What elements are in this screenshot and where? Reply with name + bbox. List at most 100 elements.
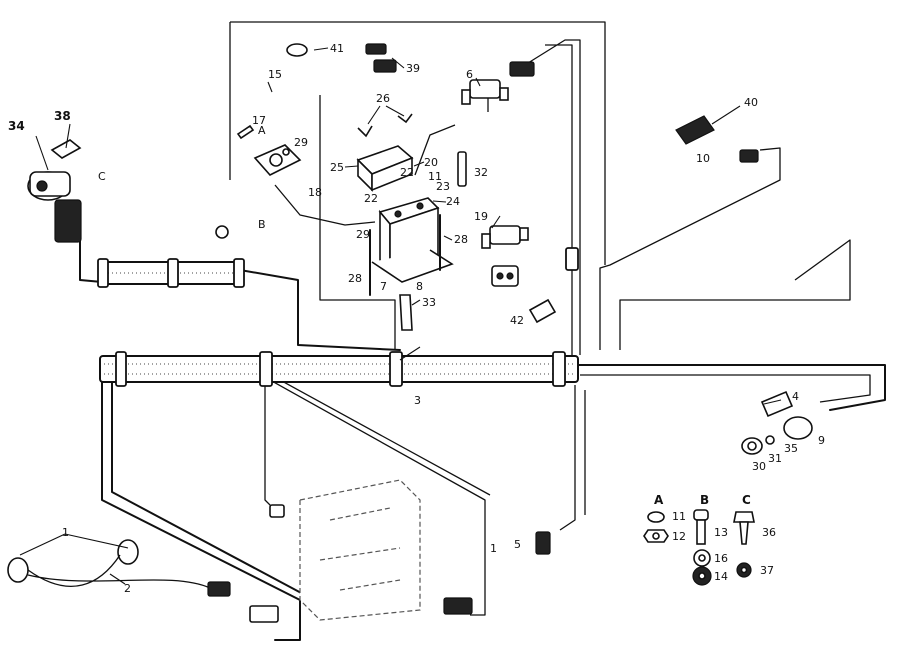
callout-4: 4 [792,390,799,403]
callout-labels: 41 39 6 40 26 34 38 15 17 A 29 25 20 22 … [8,42,825,595]
callout-1-left: 1 [62,526,69,539]
fuse-block [356,145,414,192]
leader-lines [19,47,782,585]
band-5 [259,351,273,387]
wire-coil-harness [79,239,401,351]
engine-outline [299,479,421,621]
callout-39: 39 [406,62,420,75]
washer-31 [765,435,775,445]
key-switch [783,416,813,440]
band-1 [97,258,109,288]
legend-13: 13 [714,526,728,539]
callout-31: 31 [768,452,782,465]
callout-17: 17 [252,114,266,127]
callout-42: 42 [510,314,524,327]
wire-right-horizontal-2 [580,374,871,403]
band-8 [565,247,579,271]
harness-tubes [97,247,579,387]
wire-to-engine [264,380,276,511]
callout-2: 2 [124,582,131,595]
ignition-coil [27,171,82,243]
callout-30: 30 [752,460,766,473]
band-7 [552,351,566,387]
wire-top-loop [229,21,606,265]
callout-29-upper: 29 [294,136,308,149]
connector-5 [535,531,551,555]
legend-11: 11 [672,510,686,523]
nut-30-hole [747,441,757,451]
callout-40: 40 [744,96,758,109]
starter-solenoid [253,144,302,176]
callout-23: 23 [436,180,450,193]
wire-ground [619,239,851,350]
callout-32: 32 [474,166,488,179]
callout-24: 24 [446,195,460,208]
callout-28-right: 28 [454,233,468,246]
light-bulb [7,539,231,597]
wire-diagonal [269,379,491,616]
callout-3: 3 [414,394,421,407]
wire-battery [274,95,456,350]
callout-b: B [258,218,266,231]
callout-20: 20 [424,156,438,169]
lock-washer-11 [647,511,665,523]
callout-a: A [258,124,266,137]
callout-1-right: 1 [490,542,497,555]
connector-lower-left [249,605,279,623]
star-washer-14-hole [698,572,706,580]
callout-22-lower: 22 [364,192,378,205]
callout-19: 19 [474,210,488,223]
connector-top-right [509,61,535,77]
legend-head-a: A [654,493,664,507]
legend-36: 36 [762,526,776,539]
harness-main [99,355,579,383]
callout-9: 9 [818,434,825,447]
ring-terminal-b [215,225,229,239]
relay-19 [481,225,529,249]
grommet [286,43,308,57]
star-washer-37-hole [740,566,748,574]
bolt-13-shank [696,519,706,545]
legend-14: 14 [714,570,728,583]
callout-15: 15 [268,68,282,81]
callout-7: 7 [380,280,387,293]
components [7,43,813,623]
wire-to-connector-10 [599,147,781,350]
legend-12: 12 [672,530,686,543]
screw-36-shank [739,521,749,545]
connector-pin-2 [506,272,514,280]
callout-6: 6 [466,68,473,81]
connector-lower-right [443,597,473,615]
callout-26: 26 [376,92,390,105]
switch-4 [760,390,794,418]
clip-26a [357,125,373,138]
callout-34: 34 [8,119,25,133]
wire-to-part-5 [559,385,586,531]
callout-8: 8 [416,280,423,293]
callout-41: 41 [330,42,344,55]
callout-29-lower: 29 [356,228,370,241]
engine-connector [269,504,285,518]
legend-head-b: B [700,493,709,507]
star-washer-16-hole [698,554,706,562]
callout-c: C [98,170,106,183]
callout-25: 25 [330,161,344,174]
callout-35: 35 [784,442,798,455]
nut-12-hole [652,532,660,540]
band-3 [233,258,245,288]
clip-26b [397,113,413,124]
clamp-42 [528,298,557,324]
callout-28-left: 28 [348,272,362,285]
legend-16: 16 [714,552,728,565]
connector-pin-1 [496,272,504,280]
connector-10 [739,149,759,163]
callout-10: 10 [696,152,710,165]
strap-33 [399,294,413,331]
callout-5: 5 [514,538,521,551]
band-2 [167,258,179,288]
relay-6 [461,79,509,112]
bolt-13-head [693,509,709,521]
screw-36-head [733,511,755,523]
connector-block-mid [491,265,519,287]
